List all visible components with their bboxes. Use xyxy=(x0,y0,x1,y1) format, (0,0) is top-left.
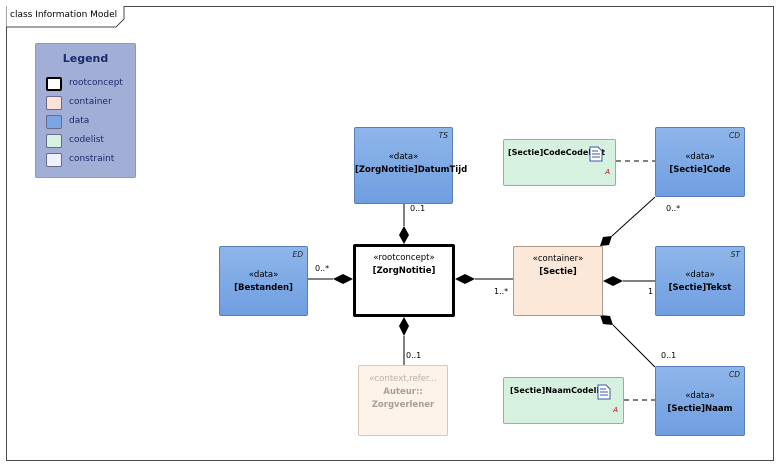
stereotype: «data» xyxy=(685,391,715,401)
class-name-line2: Zorgverlener xyxy=(371,400,435,410)
aggregation-diamond-datumtijd xyxy=(399,226,409,244)
codelist-naamcodelijst[interactable]: [Sectie]NaamCodelijst A xyxy=(503,377,624,424)
datatype-tag: CD xyxy=(728,131,740,140)
assoc-code xyxy=(611,196,656,237)
stereotype: «data» xyxy=(388,152,419,162)
legend-swatch xyxy=(46,134,62,148)
class-name: [Sectie] xyxy=(539,267,577,277)
class-name: [Sectie]Tekst xyxy=(668,283,732,293)
class-bestanden[interactable]: ED «data» [Bestanden] xyxy=(219,246,308,316)
stereotype: «context,refer... xyxy=(369,374,437,384)
class-name: [Sectie]Naam xyxy=(667,404,733,414)
assoc-naam xyxy=(612,324,656,368)
codelist-name: [Sectie]NaamCodelijst xyxy=(510,386,611,395)
aggregation-diamond-code xyxy=(600,236,612,246)
class-name-line1: Auteur:: xyxy=(383,387,423,397)
aggregation-diamond-tekst xyxy=(603,276,623,286)
frame-title: class Information Model xyxy=(10,10,118,20)
legend-swatch xyxy=(46,153,62,167)
class-name: [Bestanden] xyxy=(234,283,293,293)
datatype-tag: TS xyxy=(438,131,448,140)
codelist-codecodelijst[interactable]: [Sectie]CodeCodelijst A xyxy=(503,139,616,186)
legend-swatch xyxy=(46,96,62,110)
legend-label: rootconcept xyxy=(69,78,123,88)
aggregation-diamond-auteur xyxy=(399,317,409,336)
legend-label: data xyxy=(69,116,90,126)
stereotype: «data» xyxy=(248,270,279,280)
class-datumtijd[interactable]: TS «data» [ZorgNotitie]DatumTijd xyxy=(354,127,468,204)
codelist-name: [Sectie]CodeCodelijst xyxy=(508,148,606,157)
stereotype: «data» xyxy=(685,152,715,162)
multiplicity-code: 0..* xyxy=(666,204,681,213)
class-name: [Sectie]Code xyxy=(669,165,731,175)
document-icon xyxy=(597,384,611,400)
aggregation-diamond-bestanden xyxy=(333,274,353,284)
legend-label: container xyxy=(69,97,112,107)
frame-tab xyxy=(6,6,125,28)
legend-swatch xyxy=(46,77,62,91)
class-tekst[interactable]: ST «data» [Sectie]Tekst xyxy=(655,246,745,316)
multiplicity-naam: 0..1 xyxy=(661,351,677,360)
aggregation-diamond-sectie xyxy=(455,274,475,284)
datatype-tag: ED xyxy=(292,250,303,259)
legend: Legend rootconcept container data codeli… xyxy=(35,43,136,178)
multiplicity-sectie: 1..* xyxy=(494,287,509,296)
legend-swatch xyxy=(46,115,62,129)
aggregation-diamond-naam xyxy=(600,315,613,325)
class-name: [ZorgNotitie]DatumTijd xyxy=(355,165,468,175)
class-sectie[interactable]: «container» [Sectie] xyxy=(513,246,603,316)
datatype-tag: CD xyxy=(728,370,740,379)
multiplicity-auteur: 0..1 xyxy=(406,351,422,360)
document-icon xyxy=(589,146,603,162)
abstract-mark: A xyxy=(605,168,610,176)
diagram-frame xyxy=(6,6,774,461)
stereotype: «rootconcept» xyxy=(373,253,435,263)
datatype-tag: ST xyxy=(730,250,740,259)
multiplicity-bestanden: 0..* xyxy=(315,264,330,273)
class-auteur-zorgverlener[interactable]: «context,refer... Auteur:: Zorgverlener xyxy=(358,365,448,436)
multiplicity-datumtijd: 0..1 xyxy=(410,204,426,213)
legend-label: codelist xyxy=(69,135,104,145)
class-naam[interactable]: CD «data» [Sectie]Naam xyxy=(655,366,745,436)
legend-label: constraint xyxy=(69,154,115,164)
class-zorgnotitie[interactable]: «rootconcept» [ZorgNotitie] xyxy=(353,244,455,317)
legend-title: Legend xyxy=(62,52,109,65)
stereotype: «data» xyxy=(685,270,715,280)
multiplicity-tekst: 1 xyxy=(648,287,654,296)
class-name: [ZorgNotitie] xyxy=(372,266,436,276)
abstract-mark: A xyxy=(613,406,618,414)
class-code[interactable]: CD «data» [Sectie]Code xyxy=(655,127,745,197)
stereotype: «container» xyxy=(532,254,584,264)
